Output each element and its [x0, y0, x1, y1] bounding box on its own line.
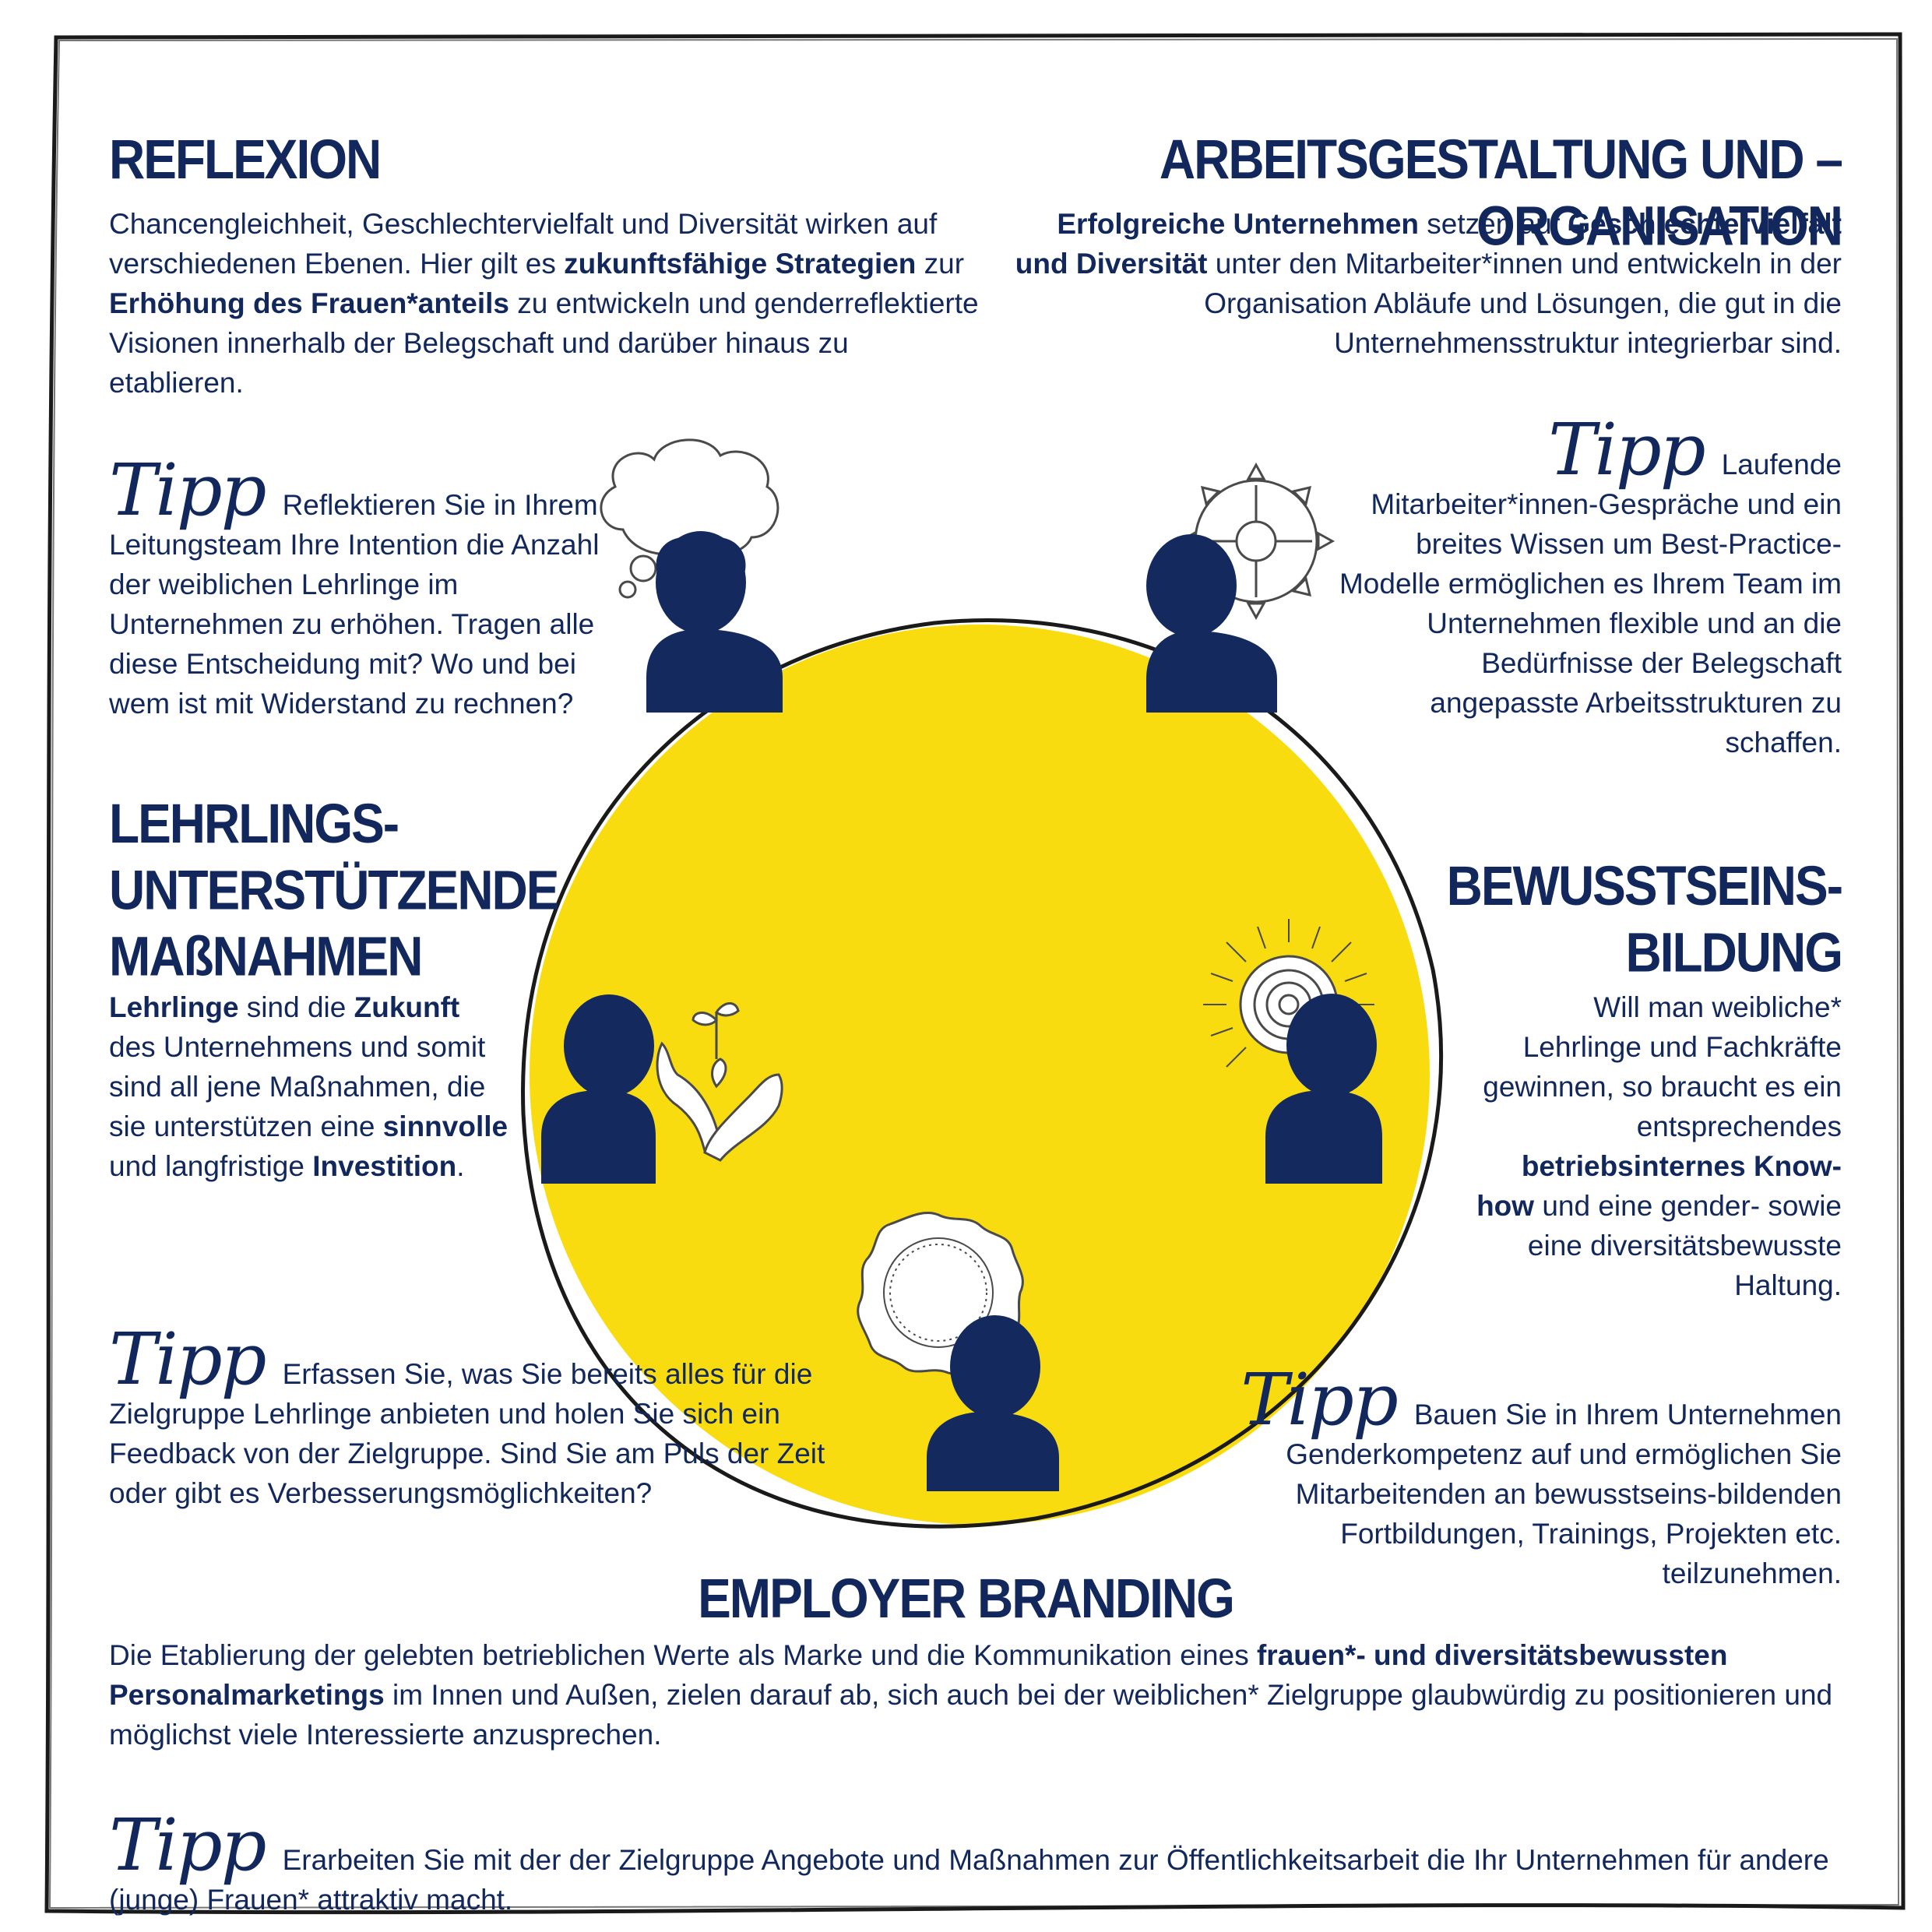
seedling-hands-icon [656, 1002, 783, 1162]
bewusstsein-text: Will man weibliche* Lehrlinge und Fachkr… [1476, 991, 1842, 1301]
tipp-label: Tipp [109, 449, 267, 532]
bewusstsein-heading: BEWUSSTSEINS-BILDUNG [1446, 854, 1843, 984]
arbeitsgestaltung-heading: ARBEITSGESTALTUNG UND –ORGANISATION [1159, 128, 1843, 257]
yellow-circle [530, 625, 1430, 1525]
person-icon [1265, 994, 1382, 1184]
lehrlinge-text: Lehrlinge sind die Zukunft des Unternehm… [109, 991, 509, 1182]
circle-outline [521, 618, 1444, 1529]
tipp-label: Tipp [109, 1318, 267, 1401]
tipp-label: Tipp [1548, 408, 1706, 491]
arbeitsgestaltung-text: Erfolgreiche Unternehmen setzen auf Gesc… [1015, 208, 1842, 359]
employer-branding-text: Die Etablierung der gelebten betrieblich… [109, 1639, 1833, 1751]
tipp-label: Tipp [1240, 1358, 1399, 1441]
tipp-label: Tipp [109, 1804, 267, 1887]
person-icon [1146, 534, 1277, 713]
person-icon [927, 1315, 1059, 1491]
thought-cloud-icon [600, 438, 779, 599]
person-icon [646, 531, 783, 713]
reflexion-heading: REFLEXION [109, 128, 382, 191]
employer-branding-heading: EMPLOYER BRANDING [698, 1567, 1235, 1630]
reflexion-text: Chancengleichheit, Geschlechtervielfalt … [109, 208, 979, 399]
person-icon [541, 994, 656, 1184]
